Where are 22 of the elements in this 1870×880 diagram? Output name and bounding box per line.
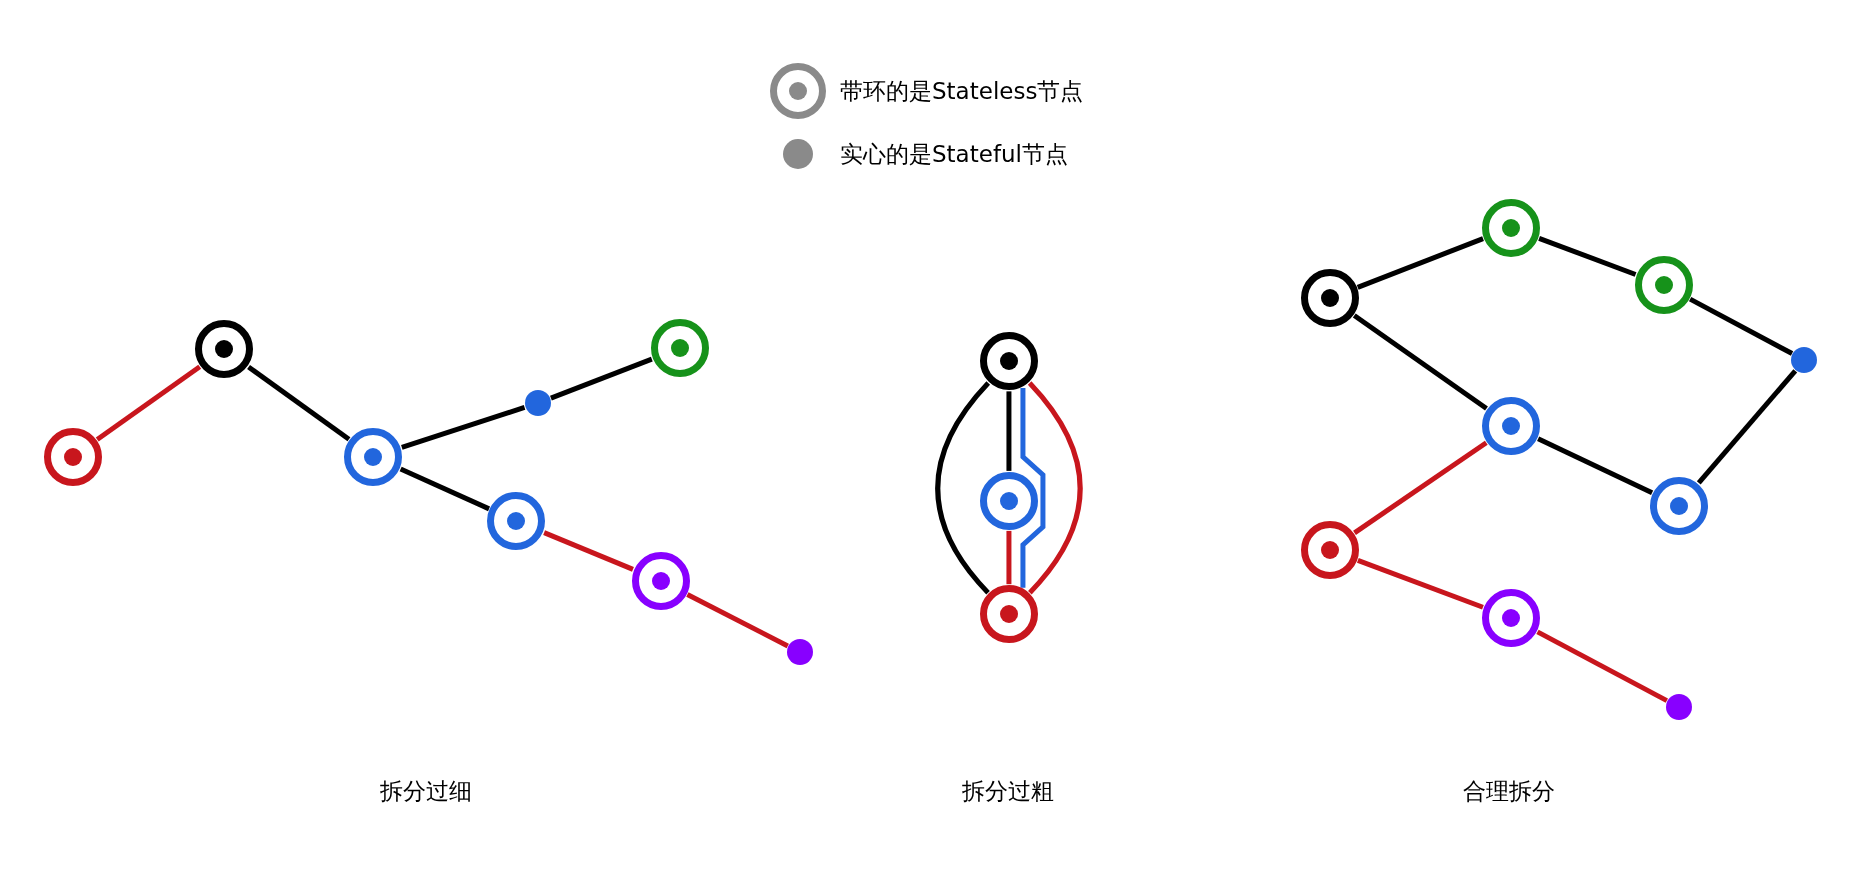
ring-node [631, 551, 690, 610]
section-caption: 拆分过粗 [961, 776, 1054, 806]
ring-node [344, 427, 403, 486]
ring-node [1482, 588, 1540, 647]
legend-text: 带环的是Stateless节点 [840, 76, 1084, 106]
connector-line [550, 356, 653, 401]
ring-node [1482, 198, 1540, 257]
ring-node [979, 471, 1038, 530]
connector-line [1006, 391, 1012, 471]
connector-line [401, 405, 526, 450]
ring-node [1650, 476, 1709, 535]
ring-node [487, 492, 546, 551]
ring-node [1482, 396, 1540, 455]
legend-text: 实心的是Stateful节点 [840, 140, 1068, 169]
ring-node [195, 320, 254, 379]
ring-node [979, 585, 1038, 644]
ring-node [979, 332, 1038, 391]
section-caption: 合理拆分 [1462, 776, 1555, 806]
section-caption: 拆分过细 [379, 776, 472, 806]
connector-line [1006, 530, 1012, 585]
connector-line [543, 530, 634, 572]
connector-line [1538, 235, 1637, 277]
